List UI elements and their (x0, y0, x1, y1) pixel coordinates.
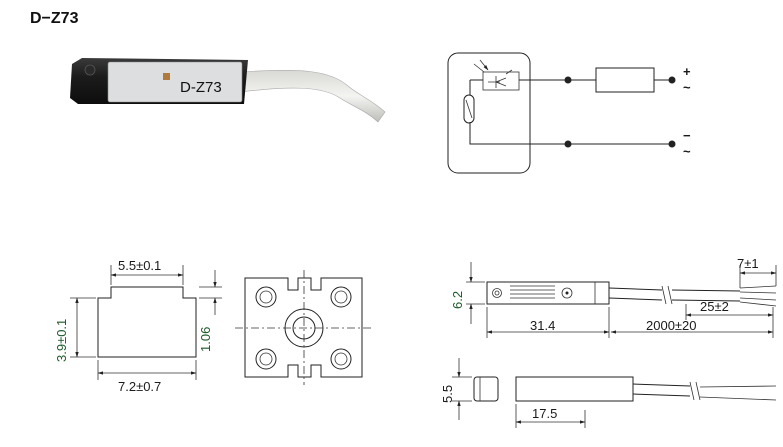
reed-switch-icon (463, 94, 475, 124)
side-cable-length-label: 2000±20 (646, 318, 697, 333)
product-photo: D-Z73 (70, 58, 386, 123)
ac-symbol-bottom: ~ (683, 144, 691, 159)
side-height-label: 6.2 (450, 291, 465, 309)
circuit-diagram: + ~ − ~ (447, 52, 691, 174)
sensor-label-plate (107, 61, 243, 103)
load-resistor (595, 67, 655, 93)
side-view: 6.2 31.4 2000±20 25±2 7±1 (450, 256, 777, 338)
terminal-minus: − (683, 128, 691, 143)
mounting-hole-icon (255, 286, 277, 308)
product-title: D−Z73 (30, 10, 79, 27)
mounting-hole-icon (330, 348, 352, 370)
mounting-hole-icon (255, 348, 277, 370)
bottom-height-label: 5.5 (440, 385, 455, 403)
led-indicator (163, 73, 170, 80)
front-height-left-label: 3.9±0.1 (54, 319, 69, 362)
mounting-screw-icon (84, 64, 96, 76)
front-width-top-label: 5.5±0.1 (118, 258, 161, 273)
front-view: 5.5±0.1 7.2±0.7 3.9±0.1 1.06 (54, 258, 222, 394)
terminal-plus: + (683, 64, 691, 79)
side-body-length-label: 31.4 (530, 318, 555, 333)
bottom-length-label: 17.5 (532, 406, 557, 421)
sensor-model-text: D-Z73 (180, 79, 222, 96)
end-view (235, 270, 372, 385)
front-width-bottom-label: 7.2±0.7 (118, 379, 161, 394)
front-height-right-label: 1.06 (198, 327, 213, 352)
side-wire-end-label: 7±1 (737, 256, 759, 271)
bottom-view: 5.5 17.5 (440, 358, 777, 428)
mounting-hole-icon (330, 286, 352, 308)
ac-symbol-top: ~ (683, 80, 691, 95)
side-strip-length-label: 25±2 (700, 299, 729, 314)
